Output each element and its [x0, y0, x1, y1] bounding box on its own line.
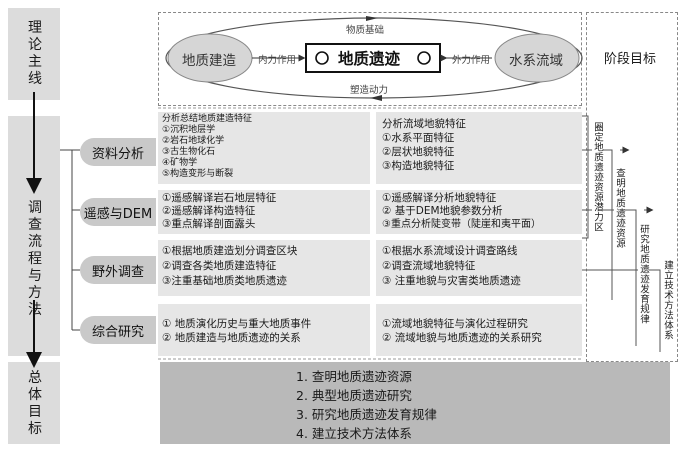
panel-r3-right-line-2: ③ 注重地貌与灾害类地质遗迹: [382, 275, 521, 287]
shaping-force-label: 塑造动力: [350, 85, 389, 96]
panel-r2-right: [376, 190, 582, 234]
panel-r2-left-line-0: ①遥感解译岩石地层特征: [162, 192, 277, 204]
panel-r3-left-line-2: ③注重基础地质类地质遗迹: [162, 275, 287, 287]
overall-goal-1: 1. 查明地质遗迹资源: [296, 369, 412, 384]
stage-goal-title: 阶段目标: [604, 52, 657, 67]
stage-goal-2: 查明地质遗迹资源: [614, 166, 625, 250]
panel-r2-right-line-2: ③重点分析陡变带（陡崖和夷平面）: [382, 219, 541, 230]
panel-r3-right-line-0: ①根据水系流域设计调查路线: [382, 245, 518, 257]
stage-goal-4: 建立技术方法体系: [662, 258, 673, 342]
left-column-bg-theory: [8, 8, 60, 100]
overall-goals-box: [160, 362, 670, 444]
panel-r4-right-line-0: ①流域地貌特征与演化过程研究: [382, 318, 528, 330]
method-data-analysis: 资料分析: [80, 138, 156, 166]
internal-force-label: 内力作用: [258, 55, 297, 66]
panel-r4-left-line-1: ② 地质建造与地质遗迹的关系: [162, 332, 301, 344]
panel-r4-right-line-1: ② 流域地貌与地质遗迹的关系研究: [382, 332, 542, 344]
investigation-flow-label: 调查流程与方法: [28, 200, 42, 318]
panel-r1-left-line-2: ②岩石地球化学: [162, 136, 225, 146]
panel-r3-left-line-1: ②调查各类地质建造特征: [162, 260, 277, 272]
panel-r4-right: [376, 304, 582, 356]
overall-goal-3: 3. 研究地质遗迹发育规律: [296, 407, 437, 422]
stage-goal-1: 圈定地质遗迹资源潜力区: [592, 120, 603, 234]
panel-r1-left-line-5: ⑤构造变形与断裂: [162, 169, 234, 179]
geoheritage-center-node: 地质遗迹: [338, 50, 401, 68]
method-remote-sensing-dem: 遥感与DEM: [80, 198, 156, 226]
external-force-label: 外力作用: [452, 55, 491, 66]
panel-r4-left: [158, 304, 370, 356]
panel-r3-left-line-0: ①根据地质建造划分调查区块: [162, 245, 298, 257]
panel-r4-left-line-0: ① 地质演化历史与重大地质事件: [162, 318, 312, 330]
method-comprehensive-study: 综合研究: [80, 316, 156, 344]
panel-r1-left: [158, 112, 370, 184]
material-basis-label: 物质基础: [346, 25, 385, 36]
panel-r1-right-line-0: 分析流域地貌特征: [382, 118, 466, 130]
panel-r1-left-line-1: ①沉积地层学: [162, 125, 216, 135]
panel-r2-left-line-2: ③重点解译剖面露头: [162, 218, 256, 230]
overall-goal-4: 4. 建立技术方法体系: [296, 426, 412, 441]
panel-r1-right-line-3: ③构造地貌特征: [382, 160, 455, 172]
panel-r2-left: [158, 190, 370, 234]
theory-main-line-label: 理论主线: [28, 20, 42, 87]
panel-r2-left-line-1: ②遥感解译构造特征: [162, 205, 256, 217]
stage-goal-3: 研究地质遗迹发育规律: [638, 222, 649, 326]
method-field-survey: 野外调查: [80, 256, 156, 284]
panel-r1-right: [376, 112, 582, 184]
overall-goal-label: 总体目标: [28, 370, 42, 437]
geological-formation-node: 地质建造: [182, 53, 236, 69]
panel-r2-right-line-1: ② 基于DEM地貌参数分析: [382, 205, 503, 217]
panel-r3-right: [376, 240, 582, 296]
panel-r2-right-line-0: ①遥感解译分析地貌特征: [382, 192, 497, 204]
river-basin-node: 水系流域: [509, 53, 563, 69]
left-column-bg-goal: [8, 362, 60, 444]
panel-r1-left-line-3: ③古生物化石: [162, 147, 216, 157]
panel-r3-left: [158, 240, 370, 296]
overall-goal-2: 2. 典型地质遗迹研究: [296, 388, 412, 403]
panel-r1-right-line-1: ①水系平面特征: [382, 132, 455, 144]
panel-r1-right-line-2: ②层状地貌特征: [382, 146, 455, 158]
panel-r3-right-line-1: ②调查流域地貌特征: [382, 260, 476, 272]
panel-r1-left-line-0: 分析总结地质建造特征: [162, 114, 253, 124]
panel-r1-left-line-4: ④矿物学: [162, 158, 198, 168]
